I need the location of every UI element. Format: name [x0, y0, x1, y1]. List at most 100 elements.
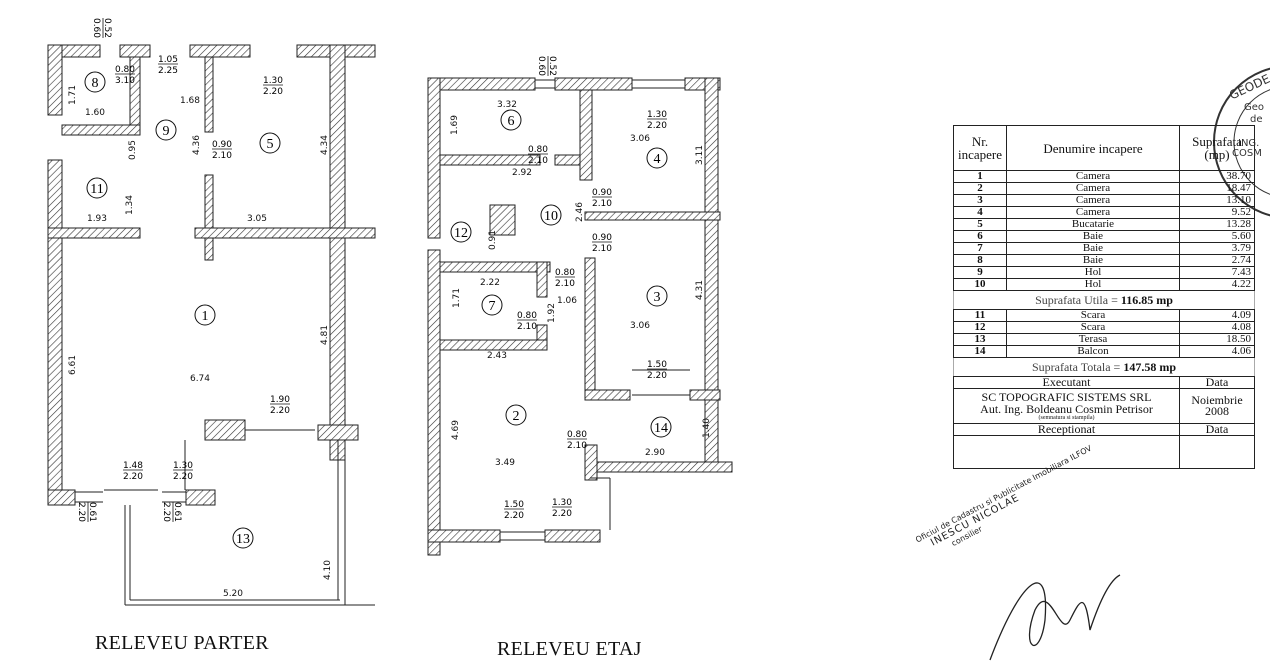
- wall: [584, 444, 598, 481]
- wall: [119, 44, 151, 58]
- dimension-label: 3.49: [495, 458, 515, 468]
- svg-text:3.10: 3.10: [115, 76, 135, 86]
- svg-text:1.30: 1.30: [173, 461, 193, 471]
- dimension-label: 2.46: [575, 202, 585, 222]
- wall: [584, 389, 631, 401]
- svg-text:0.80: 0.80: [567, 430, 587, 440]
- opening-label: 0.520.60: [91, 18, 112, 38]
- svg-text:2.20: 2.20: [504, 511, 524, 521]
- date-value: Noiembrie 2008: [1179, 388, 1255, 424]
- svg-text:2.20: 2.20: [173, 472, 193, 482]
- dimension-label: 5.20: [223, 589, 243, 599]
- room-name: Camera: [1006, 194, 1180, 207]
- svg-text:7: 7: [489, 299, 496, 314]
- wall: [204, 419, 246, 441]
- wall: [579, 89, 593, 181]
- svg-text:0.80: 0.80: [528, 145, 548, 155]
- svg-text:2.20: 2.20: [76, 502, 86, 522]
- wall: [689, 389, 721, 401]
- room-number: 12: [450, 221, 472, 243]
- wall: [47, 44, 63, 116]
- svg-text:1.05: 1.05: [158, 55, 178, 65]
- opening-label: 0.802.10: [555, 268, 575, 289]
- room-number: 2: [505, 404, 527, 426]
- wall: [427, 249, 441, 556]
- dimension-label: 1.34: [125, 195, 135, 215]
- opening-label: 0.802.10: [517, 311, 537, 332]
- room-nr: 7: [953, 242, 1007, 255]
- room-name: Balcon: [1006, 345, 1180, 358]
- room-area: 3.79: [1179, 242, 1255, 255]
- room-nr: 6: [953, 230, 1007, 243]
- room-name: Terasa: [1006, 333, 1180, 346]
- room-name: Baie: [1006, 242, 1180, 255]
- svg-text:1: 1: [202, 309, 209, 324]
- svg-text:10: 10: [544, 209, 558, 224]
- received-label: Receptionat: [953, 423, 1180, 436]
- svg-text:1.48: 1.48: [123, 461, 143, 471]
- dimension-label: 3.06: [630, 321, 650, 331]
- opening-label: 0.902.10: [592, 188, 612, 209]
- opening-label: 0.802.10: [567, 430, 587, 451]
- room-number: 7: [481, 294, 503, 316]
- opening-label: 0.520.60: [536, 56, 557, 76]
- room-number: 13: [232, 527, 254, 549]
- svg-text:14: 14: [654, 421, 668, 436]
- svg-text:0.90: 0.90: [212, 140, 232, 150]
- dimension-label: 2.22: [480, 278, 500, 288]
- room-nr: 10: [953, 278, 1007, 291]
- opening-label: 0.612.20: [161, 502, 182, 522]
- svg-text:3: 3: [654, 290, 661, 305]
- room-number: 4: [646, 147, 668, 169]
- room-number: 11: [86, 177, 108, 199]
- wall: [47, 159, 63, 501]
- svg-text:0.52: 0.52: [102, 18, 112, 38]
- svg-text:5: 5: [267, 137, 274, 152]
- wall: [329, 44, 346, 461]
- opening-label: 1.302.20: [552, 498, 572, 519]
- svg-text:0.80: 0.80: [115, 65, 135, 75]
- svg-text:2.10: 2.10: [212, 151, 232, 161]
- header-nr: Nr. incapere: [953, 125, 1007, 171]
- room-area: 4.09: [1179, 309, 1255, 322]
- opening-label: 1.302.20: [173, 461, 193, 482]
- svg-text:2.10: 2.10: [528, 156, 548, 166]
- executant-label: Executant: [953, 376, 1180, 389]
- svg-text:2.10: 2.10: [567, 441, 587, 451]
- wall: [489, 204, 516, 236]
- wall: [584, 211, 721, 221]
- svg-text:1.50: 1.50: [647, 360, 667, 370]
- room-nr: 1: [953, 170, 1007, 183]
- header-name: Denumire incapere: [1006, 125, 1180, 171]
- wall: [185, 489, 216, 506]
- svg-text:1.30: 1.30: [263, 76, 283, 86]
- dimension-label: 1.71: [452, 288, 462, 308]
- dimension-label: 1.60: [85, 108, 105, 118]
- svg-text:1.50: 1.50: [504, 500, 524, 510]
- room-area: 4.06: [1179, 345, 1255, 358]
- useful-area-total: Suprafata Utila = 116.85 mp: [953, 290, 1255, 310]
- svg-text:2.20: 2.20: [270, 406, 290, 416]
- room-area: 4.22: [1179, 278, 1255, 291]
- svg-text:2: 2: [513, 409, 520, 424]
- wall: [544, 529, 601, 543]
- dimension-label: 4.34: [320, 135, 330, 155]
- room-area: 13.10: [1179, 194, 1255, 207]
- room-nr: 12: [953, 321, 1007, 334]
- dimension-label: 1.93: [87, 214, 107, 224]
- dimension-label: 2.92: [512, 168, 532, 178]
- room-area: 4.08: [1179, 321, 1255, 334]
- room-nr: 4: [953, 206, 1007, 219]
- svg-text:0.60: 0.60: [536, 56, 546, 76]
- room-number: 6: [500, 109, 522, 131]
- room-nr: 3: [953, 194, 1007, 207]
- room-number: 14: [650, 416, 672, 438]
- svg-text:0.52: 0.52: [547, 56, 557, 76]
- received-date-label: Data: [1179, 423, 1255, 436]
